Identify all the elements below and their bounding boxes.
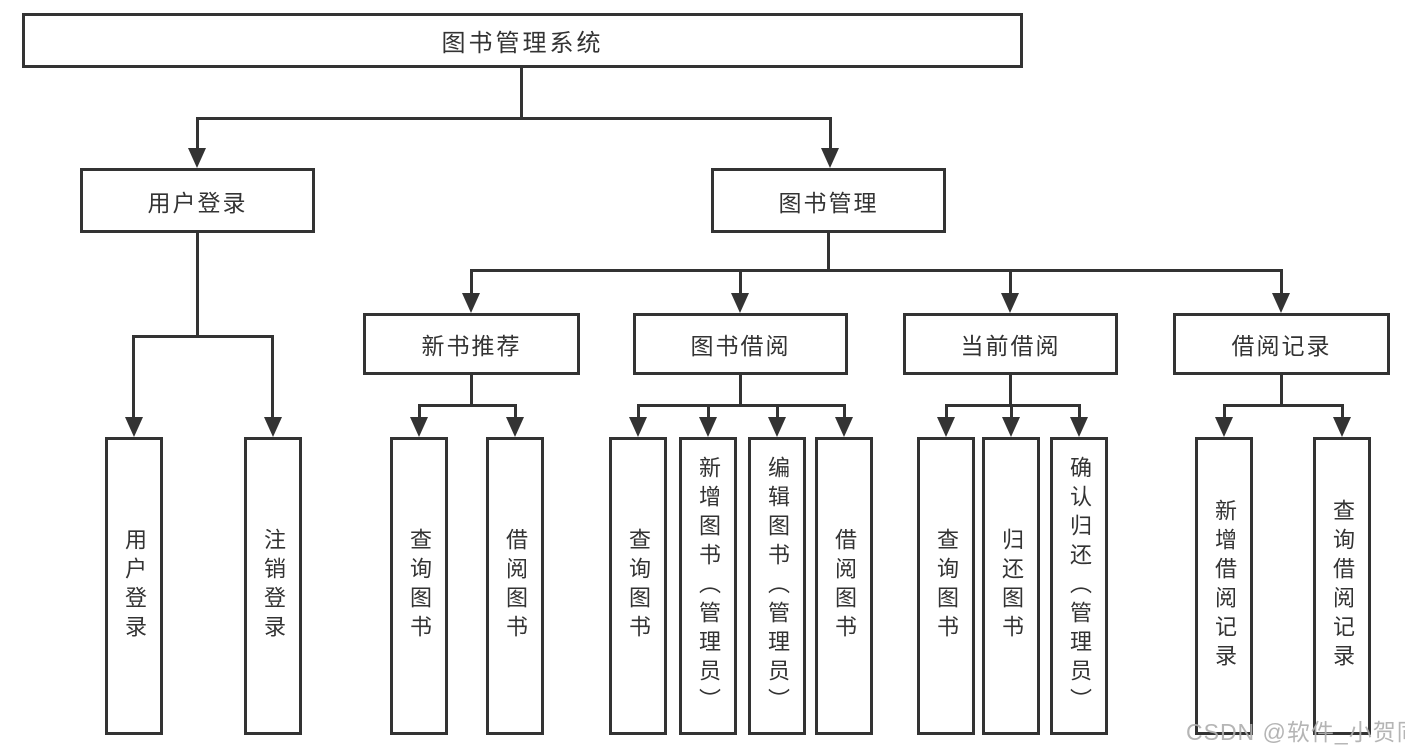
arrow-down-icon bbox=[125, 417, 143, 437]
arrow-down-icon bbox=[188, 148, 206, 168]
arrow-down-icon bbox=[699, 417, 717, 437]
leaf-borrow-query-books: 查询图书 bbox=[609, 437, 667, 735]
connector-line bbox=[514, 404, 517, 420]
leaf-user-login: 用户登录 bbox=[105, 437, 163, 735]
connector-line bbox=[132, 335, 274, 338]
node-new-book-recommend: 新书推荐 bbox=[363, 313, 580, 375]
connector-line bbox=[1223, 404, 1344, 407]
leaf-current-query-books: 查询图书 bbox=[917, 437, 975, 735]
connector-line bbox=[637, 404, 640, 420]
arrow-down-icon bbox=[629, 417, 647, 437]
leaf-borrow-edit-books-admin: 编辑图书（管理员） bbox=[748, 437, 806, 735]
arrow-down-icon bbox=[1333, 417, 1351, 437]
leaf-logout: 注销登录 bbox=[244, 437, 302, 735]
node-book-borrow: 图书借阅 bbox=[633, 313, 848, 375]
arrow-down-icon bbox=[506, 417, 524, 437]
connector-line bbox=[1078, 404, 1081, 420]
arrow-down-icon bbox=[835, 417, 853, 437]
connector-line bbox=[132, 335, 135, 420]
arrow-down-icon bbox=[1070, 417, 1088, 437]
leaf-borrow-add-books-admin: 新增图书（管理员） bbox=[679, 437, 737, 735]
leaf-records-add-record: 新增借阅记录 bbox=[1195, 437, 1253, 735]
leaf-newbook-borrow-books: 借阅图书 bbox=[486, 437, 544, 735]
connector-line bbox=[271, 335, 274, 420]
connector-line bbox=[418, 404, 421, 420]
node-root-library-system: 图书管理系统 bbox=[22, 13, 1023, 68]
connector-line bbox=[1223, 404, 1226, 420]
leaf-current-confirm-return-admin: 确认归还（管理员） bbox=[1050, 437, 1108, 735]
leaf-newbook-query-books: 查询图书 bbox=[390, 437, 448, 735]
connector-line bbox=[520, 68, 523, 119]
connector-line bbox=[739, 375, 742, 407]
connector-line bbox=[829, 117, 832, 151]
arrow-down-icon bbox=[264, 417, 282, 437]
connector-line bbox=[827, 233, 830, 272]
connector-line bbox=[1009, 269, 1012, 297]
arrow-down-icon bbox=[1002, 417, 1020, 437]
connector-line bbox=[470, 375, 473, 407]
connector-line bbox=[739, 269, 742, 297]
connector-line bbox=[945, 404, 1081, 407]
connector-line bbox=[1280, 269, 1283, 297]
node-borrow-records: 借阅记录 bbox=[1173, 313, 1390, 375]
arrow-down-icon bbox=[821, 148, 839, 168]
arrow-down-icon bbox=[410, 417, 428, 437]
arrow-down-icon bbox=[462, 293, 480, 313]
leaf-borrow-borrow-books: 借阅图书 bbox=[815, 437, 873, 735]
connector-line bbox=[196, 117, 199, 151]
csdn-watermark: CSDN @软件_小贺同学 bbox=[1186, 719, 1405, 745]
connector-line bbox=[470, 269, 1283, 272]
connector-line bbox=[196, 117, 832, 120]
connector-line bbox=[1010, 404, 1013, 420]
connector-line bbox=[776, 404, 779, 420]
connector-line bbox=[1341, 404, 1344, 420]
node-current-borrow: 当前借阅 bbox=[903, 313, 1118, 375]
node-user-login: 用户登录 bbox=[80, 168, 315, 233]
arrow-down-icon bbox=[1215, 417, 1233, 437]
arrow-down-icon bbox=[1001, 293, 1019, 313]
connector-line bbox=[707, 404, 710, 420]
connector-line bbox=[1280, 375, 1283, 407]
leaf-current-return-books: 归还图书 bbox=[982, 437, 1040, 735]
connector-line bbox=[196, 233, 199, 338]
node-book-management: 图书管理 bbox=[711, 168, 946, 233]
arrow-down-icon bbox=[1272, 293, 1290, 313]
connector-line bbox=[1009, 375, 1012, 407]
arrow-down-icon bbox=[768, 417, 786, 437]
arrow-down-icon bbox=[731, 293, 749, 313]
arrow-down-icon bbox=[937, 417, 955, 437]
leaf-records-query-record: 查询借阅记录 bbox=[1313, 437, 1371, 735]
connector-line bbox=[418, 404, 517, 407]
connector-line bbox=[637, 404, 846, 407]
connector-line bbox=[843, 404, 846, 420]
connector-line bbox=[470, 269, 473, 297]
connector-line bbox=[945, 404, 948, 420]
